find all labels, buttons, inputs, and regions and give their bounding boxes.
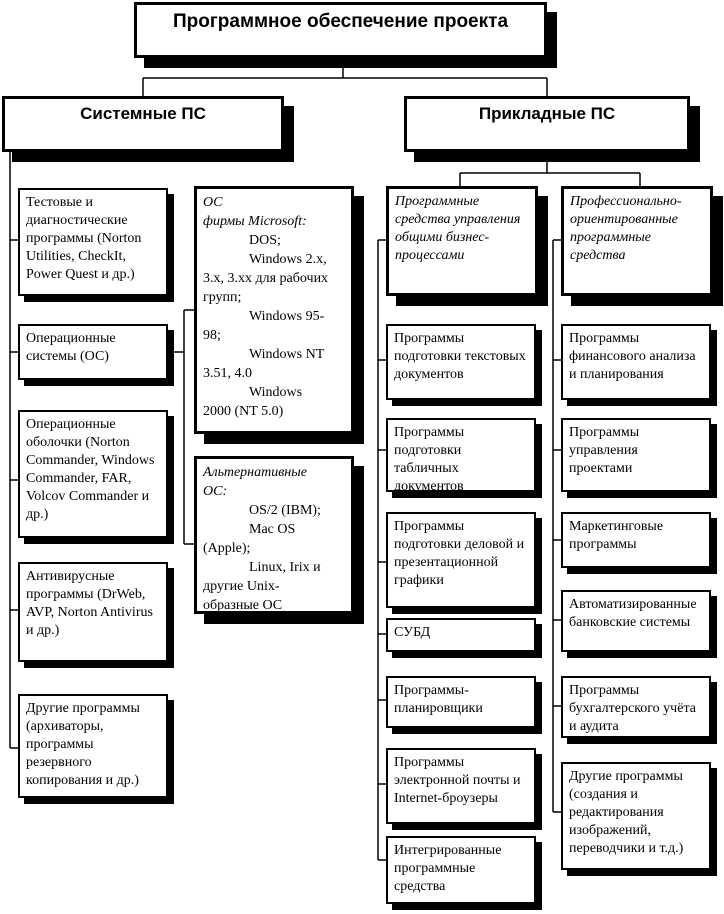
applied-general-item-text: Программы подготовки текстовых документо… <box>386 324 536 400</box>
os-alt-title-2: ОС: <box>203 484 228 499</box>
applied-general-item-integrated: Интегрированные программные средства <box>386 836 536 904</box>
applied-general-item-graphics: Программы подготовки деловой и презентац… <box>386 512 536 608</box>
applied-general-item-dbms: СУБД <box>386 618 536 652</box>
applied-professional-item-marketing: Маркетинговые программы <box>561 512 711 568</box>
applied-software-title: Прикладные ПС <box>478 104 616 123</box>
system-item-shells: Операционные оболочки (Norton Commander,… <box>18 410 168 538</box>
system-item-os: Операционные системы (ОС) <box>18 324 168 380</box>
applied-general-item-email: Программы электронной почты и Internet-б… <box>386 748 536 824</box>
system-software-box: Системные ПС <box>2 96 284 152</box>
root-title-box: Программное обеспечение проекта <box>134 2 547 58</box>
system-item-diagnostics: Тестовые и диагностические программы (No… <box>18 188 168 296</box>
system-item-other: Другие программы (архиваторы, программы … <box>18 694 168 798</box>
system-software-title: Системные ПС <box>80 104 206 123</box>
os-alt-title-1: Альтернативные <box>203 465 307 480</box>
os-microsoft-title-1: ОС <box>203 195 223 210</box>
applied-professional-item-other: Другие программы (создания и редактирова… <box>561 762 711 870</box>
system-item-antivirus: Антивирусные программы (DrWeb, AVP, Nort… <box>18 562 168 662</box>
applied-professional-item-accounting: Программы бухгалтерского учёта и аудита <box>561 676 711 738</box>
applied-professional-header: Профессионально-ориентированные программ… <box>561 186 713 296</box>
applied-general-item-tables: Программы подготовки табличных документо… <box>386 418 536 492</box>
applied-professional-item-projects: Программы управления проектами <box>561 418 711 492</box>
applied-professional-item-finance: Программы финансового анализа и планиров… <box>561 324 711 400</box>
os-alternative-box: Альтернативные ОС: OS/2 (IBM); Mac OS (A… <box>194 456 354 614</box>
page-title: Программное обеспечение проекта <box>172 11 509 32</box>
applied-software-box: Прикладные ПС <box>404 96 690 152</box>
os-microsoft-title-2: фирмы Microsoft: <box>203 214 307 229</box>
applied-general-item-planners: Программы-планировщики <box>386 676 536 728</box>
os-microsoft-box: ОС фирмы Microsoft: DOS; Windows 2.x, 3.… <box>194 186 354 434</box>
applied-professional-item-banking: Автоматизированные банковские системы <box>561 590 711 652</box>
applied-general-header: Программные средства управления общими б… <box>386 186 538 296</box>
